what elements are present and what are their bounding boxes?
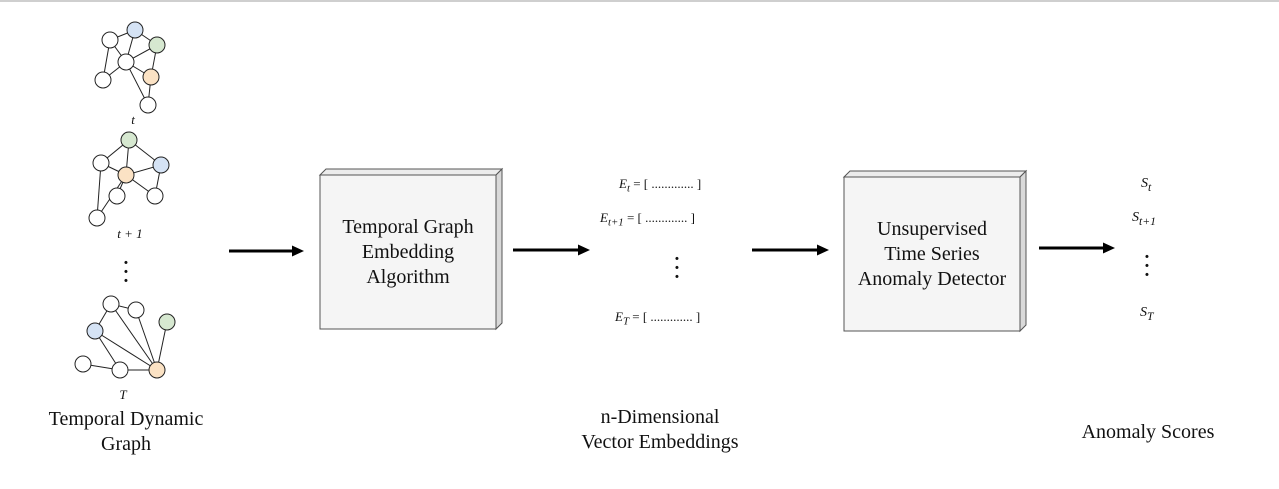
box-line: Embedding	[361, 240, 455, 263]
embedding-value: = [ ............. ]	[632, 309, 701, 324]
node-blue	[126, 21, 144, 39]
graph-ellipsis: ···	[121, 248, 131, 295]
score-symbol: S	[1141, 176, 1148, 191]
embedding-symbol: E	[615, 309, 623, 324]
anomaly-detector-box: Unsupervised Time Series Anomaly Detecto…	[844, 177, 1020, 331]
graph-label-t-plus-1: t + 1	[117, 226, 143, 241]
embedding-box-shape	[318, 167, 504, 331]
arrow-1	[229, 245, 304, 257]
score-T: ST	[1140, 305, 1153, 323]
caption-line: Vector Embeddings	[581, 431, 739, 453]
score-subscript: T	[1147, 309, 1154, 323]
box-line: Time Series	[884, 242, 980, 265]
caption-temporal-dynamic-graph: Temporal Dynamic Graph	[20, 407, 232, 457]
score-t: St	[1141, 176, 1151, 194]
box-line: Temporal Graph	[342, 215, 474, 238]
caption-line: n-Dimensional	[600, 406, 720, 428]
caption-anomaly-scores: Anomaly Scores	[1081, 421, 1215, 443]
node-green	[120, 131, 138, 149]
box-line: Algorithm	[366, 265, 450, 288]
embedding-row-t-plus-1: Et+1 = [ ............. ]	[600, 210, 695, 229]
arrow-3	[752, 244, 829, 256]
embedding-subscript: t+1	[607, 216, 624, 229]
embedding-row-T: ET = [ ............. ]	[615, 309, 700, 328]
score-symbol: S	[1132, 210, 1139, 225]
score-subscript: t	[1148, 180, 1152, 194]
top-border	[0, 0, 1279, 2]
box-line: Unsupervised	[877, 217, 987, 240]
embedding-symbol: E	[619, 176, 627, 191]
score-t-plus-1: St+1	[1132, 210, 1156, 228]
node-blue	[86, 322, 104, 340]
embedding-symbol: E	[600, 210, 608, 225]
node-orange	[148, 361, 166, 379]
node-orange	[142, 68, 160, 86]
score-subscript: t+1	[1139, 214, 1156, 228]
node-orange	[117, 166, 135, 184]
node-green	[158, 313, 176, 331]
embedding-value: = [ ............. ]	[633, 176, 702, 191]
caption-line: Temporal Dynamic	[48, 408, 204, 430]
arrow-2	[513, 244, 590, 256]
box-line: Anomaly Detector	[857, 267, 1007, 290]
caption-line: Graph	[101, 433, 151, 455]
score-symbol: S	[1140, 305, 1147, 320]
graph-label-t: t	[131, 112, 135, 127]
caption-vector-embeddings: n-Dimensional Vector Embeddings	[550, 405, 770, 455]
node-green	[148, 36, 166, 54]
graph-label-T: T	[119, 387, 127, 402]
embedding-value: = [ ............. ]	[626, 210, 695, 225]
detector-box-shape	[842, 169, 1028, 333]
node-blue	[152, 156, 170, 174]
embedding-algorithm-box: Temporal Graph Embedding Algorithm	[320, 175, 496, 329]
embedding-subscript: t	[626, 182, 630, 195]
score-ellipsis: ···	[1142, 242, 1152, 289]
arrow-4	[1039, 242, 1115, 254]
embedding-row-t: Et = [ ............. ]	[619, 176, 701, 195]
embedding-subscript: T	[622, 315, 629, 328]
embedding-ellipsis: ···	[672, 244, 682, 291]
